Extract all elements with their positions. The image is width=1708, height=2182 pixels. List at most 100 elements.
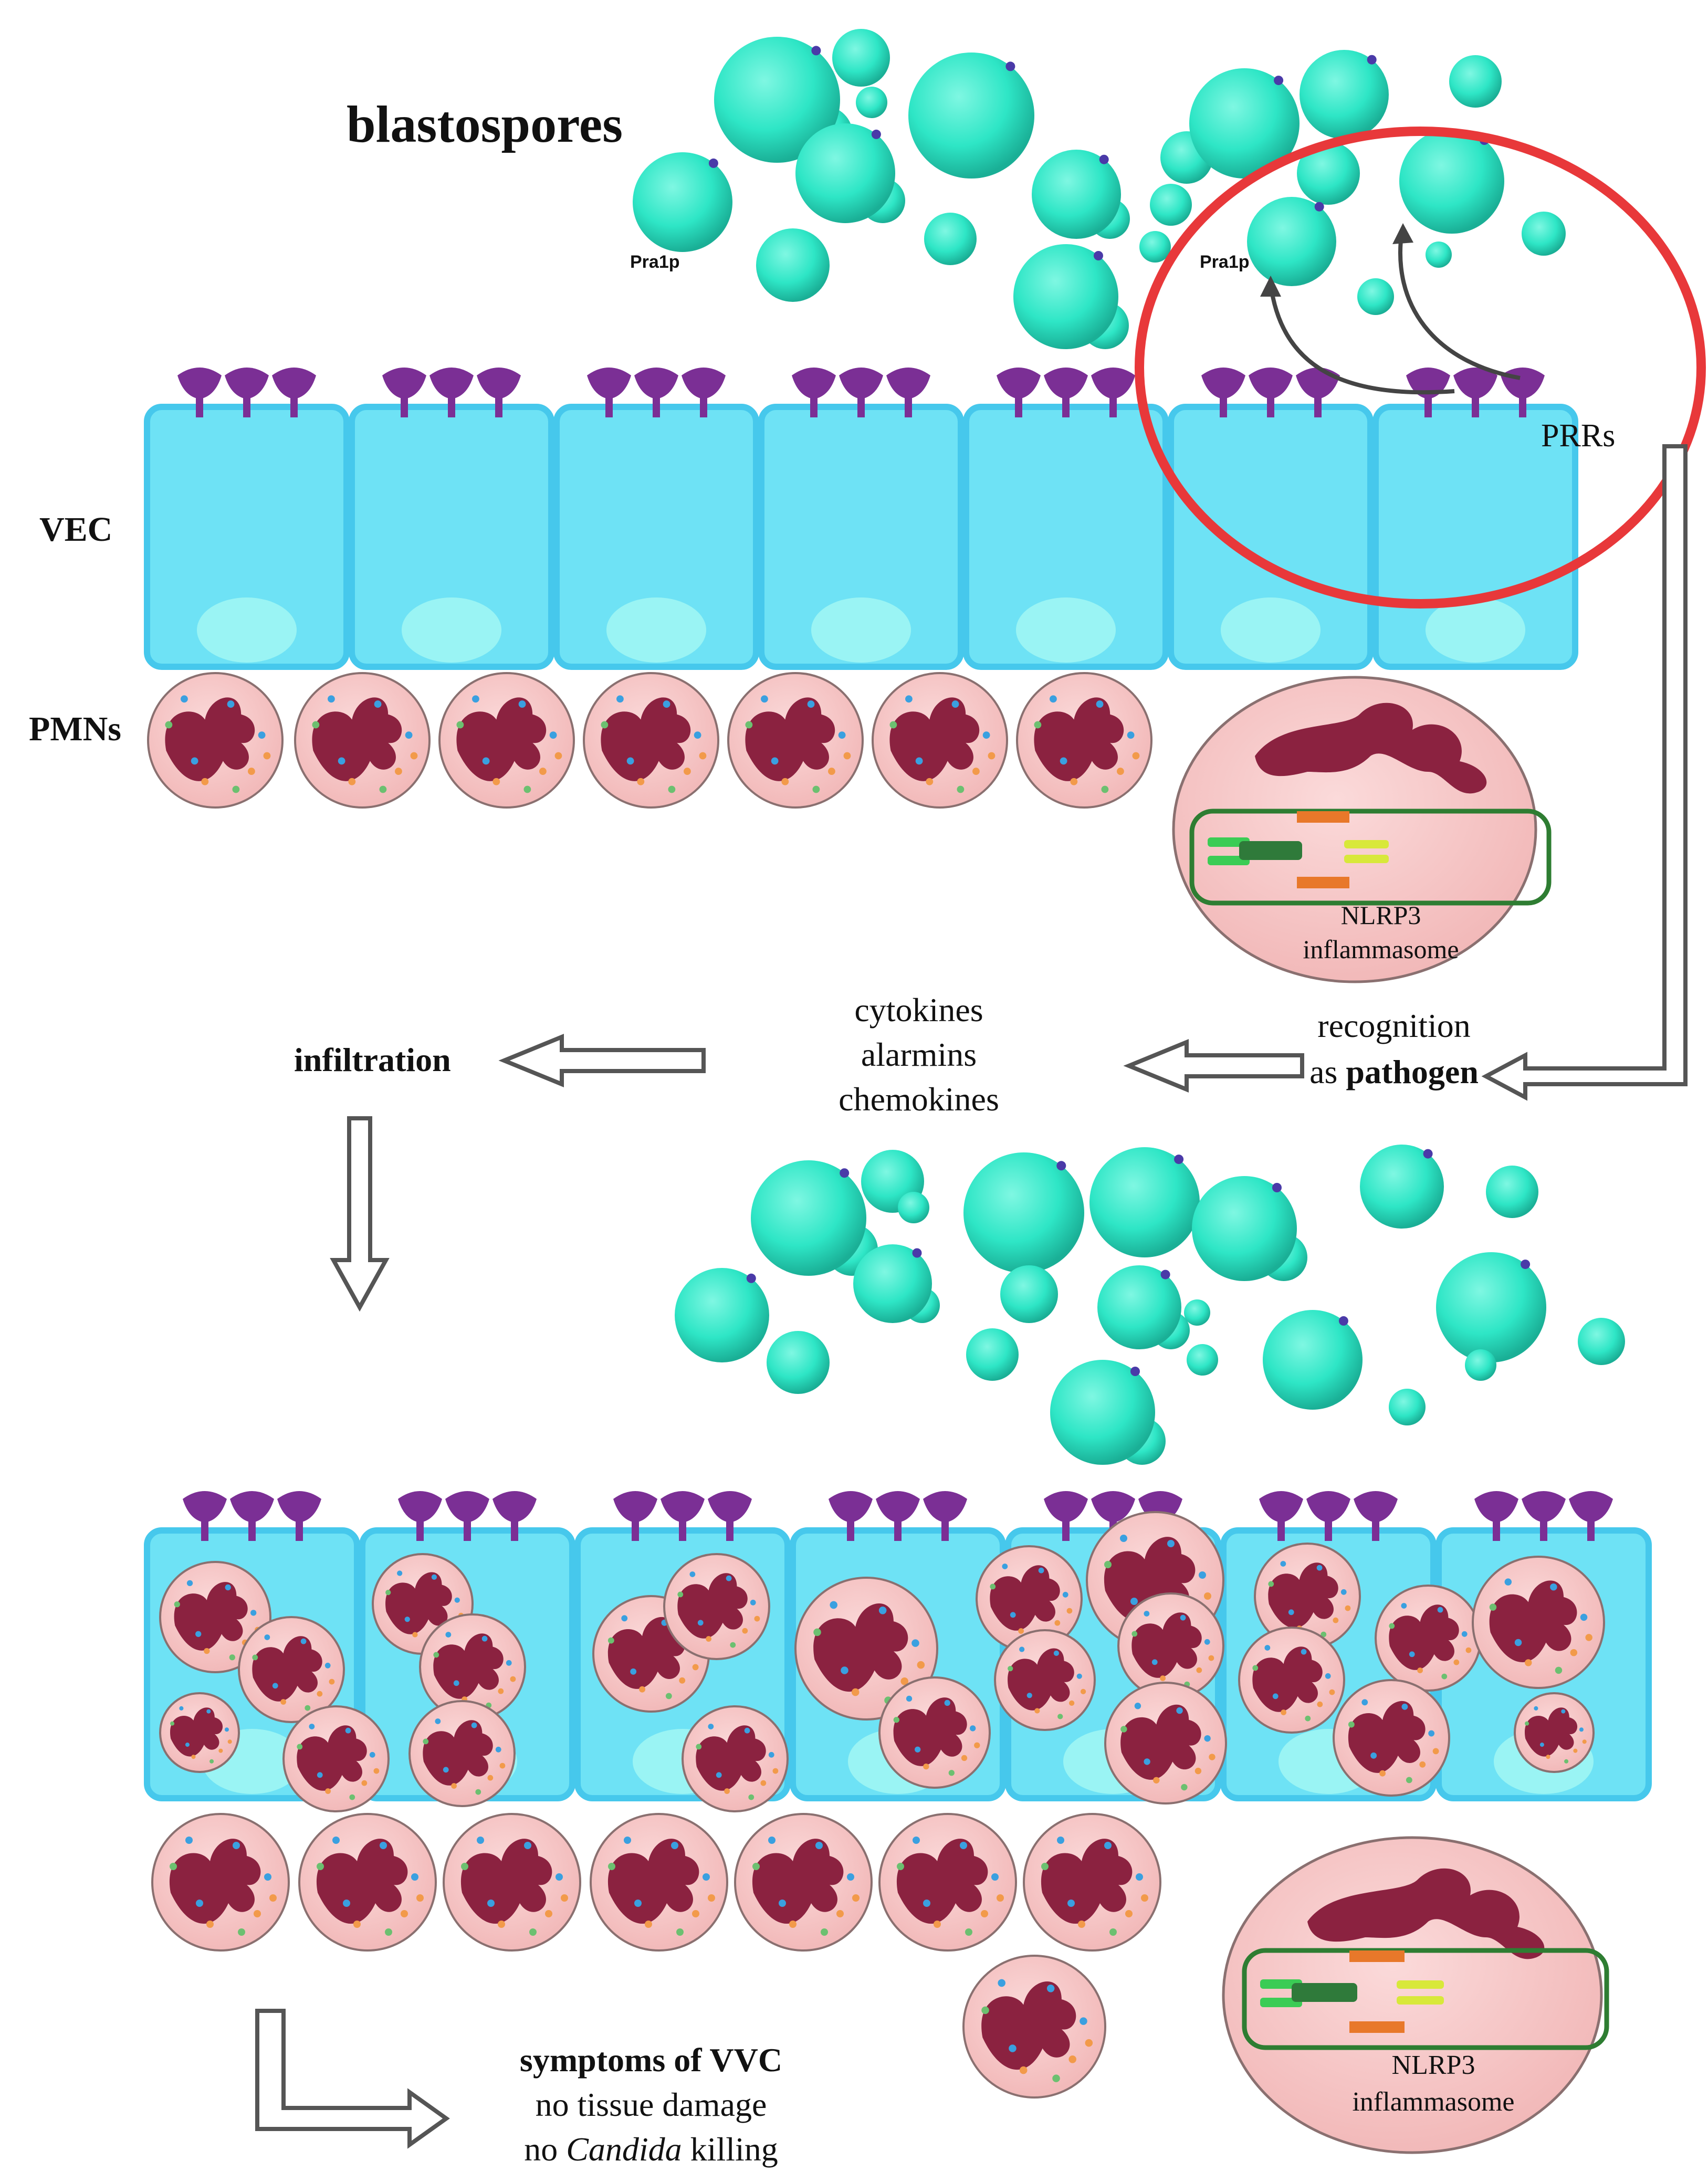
- pra1p-dot: [1367, 55, 1377, 65]
- prr-receptor: [177, 368, 222, 417]
- blastospore: [1297, 142, 1360, 205]
- blastospore: [1578, 1318, 1625, 1365]
- blastospore: [1357, 278, 1394, 315]
- blastospore: [1097, 1265, 1190, 1349]
- blastospore: [1399, 129, 1504, 234]
- blastospore: [966, 1328, 1019, 1381]
- vec-top-cell: [349, 368, 554, 670]
- pmn-neutrophil: [159, 1692, 240, 1773]
- pmn-neutrophil: [1238, 1627, 1345, 1734]
- prr-receptor: [1569, 1491, 1613, 1541]
- blastospore: [1192, 1176, 1307, 1281]
- blastospore: [1013, 244, 1129, 349]
- prr-receptor: [1453, 368, 1497, 417]
- label-pra1p-right: Pra1p: [1200, 252, 1250, 272]
- pra1p-dot: [811, 46, 821, 56]
- pmn-neutrophil: [663, 1553, 770, 1660]
- vec-top-cell: [1168, 368, 1374, 670]
- blastospore: [1300, 50, 1389, 139]
- prr-arrowhead-2: [1392, 223, 1413, 244]
- blastospore: [1032, 150, 1130, 239]
- nlrp3-pmn-top: NLRP3 inflammasome: [1172, 676, 1552, 983]
- label-blastospores: blastospores: [347, 95, 623, 153]
- prr-receptor: [1522, 1491, 1566, 1541]
- prr-receptor: [634, 368, 678, 417]
- vec-layer-top: [144, 368, 1578, 670]
- pra1p-dot: [840, 1168, 850, 1178]
- prr-receptor: [493, 1491, 537, 1541]
- blastospore: [1089, 1147, 1200, 1257]
- pmn-neutrophil: [1472, 1556, 1605, 1689]
- blastospore: [1389, 1389, 1426, 1425]
- vec-top-cell: [963, 368, 1169, 670]
- blastospore: [1184, 1299, 1210, 1326]
- pmn-neutrophil: [1333, 1679, 1450, 1797]
- blastospore: [1449, 55, 1502, 108]
- nlrp3-top-line1: NLRP3: [1341, 900, 1421, 930]
- nlrp3-bottom-line1: NLRP3: [1392, 2050, 1475, 2080]
- pmn-neutrophil: [962, 1955, 1106, 2099]
- label-pmns: PMNs: [29, 710, 121, 748]
- pra1p-dot: [708, 158, 718, 168]
- arrow-infiltration-down: [330, 1116, 390, 1312]
- cell-nucleus: [197, 597, 297, 663]
- pra1p-dot: [1130, 1367, 1140, 1376]
- blastospore: [1000, 1265, 1058, 1323]
- prr-receptor: [429, 368, 474, 417]
- label-recognition-line1: recognition: [1317, 1007, 1470, 1044]
- prr-receptor: [445, 1491, 489, 1541]
- blastospore: [1486, 1166, 1538, 1218]
- nlrp3-bottom-line2: inflammasome: [1352, 2087, 1514, 2117]
- cell-nucleus: [606, 597, 706, 663]
- prr-receptor: [661, 1491, 705, 1541]
- prr-arrow-2: [1398, 230, 1521, 380]
- pra1p-dot: [1099, 154, 1109, 164]
- cell-nucleus: [402, 597, 501, 663]
- pra1p-dot: [1314, 202, 1324, 212]
- prr-receptor: [1249, 368, 1293, 417]
- prr-receptor: [272, 368, 316, 417]
- pra1p-dot: [1160, 1270, 1170, 1279]
- pmn-neutrophil: [1023, 1813, 1161, 1952]
- blastospore: [924, 213, 977, 265]
- cell-nucleus: [1221, 597, 1321, 663]
- vec-top-cell: [553, 368, 759, 670]
- pmn-neutrophil: [976, 1545, 1083, 1652]
- blastospore: [1189, 68, 1300, 179]
- nlrp3-pmn-bottom: NLRP3 inflammasome: [1222, 1836, 1609, 2154]
- pra1p-dot: [1338, 1316, 1348, 1326]
- blastospore-cluster-top: [633, 29, 1566, 349]
- blastospore: [1522, 212, 1566, 256]
- pra1p-dot: [1274, 76, 1284, 86]
- prr-receptor: [1091, 368, 1135, 417]
- cell-nucleus: [1016, 597, 1116, 663]
- pmn-neutrophil: [408, 1700, 516, 1807]
- pmn-neutrophil: [682, 1705, 789, 1812]
- prr-arrowhead-1: [1260, 276, 1281, 297]
- pmn-neutrophil: [147, 672, 284, 809]
- prr-arrow-1: [1269, 283, 1455, 395]
- prr-receptor: [613, 1491, 657, 1541]
- blastospore: [767, 1331, 830, 1394]
- pmn-neutrophil: [1016, 672, 1152, 809]
- blastospore: [633, 152, 732, 252]
- blastospore: [856, 87, 887, 118]
- pra1p-dot: [1272, 1183, 1282, 1192]
- blastospore: [1139, 231, 1171, 263]
- pmn-neutrophil: [438, 672, 575, 809]
- prr-receptor: [587, 368, 631, 417]
- pmn-neutrophil: [282, 1705, 390, 1812]
- prr-receptor: [225, 368, 269, 417]
- prr-receptor: [997, 368, 1041, 417]
- blastospore-cluster-bottom: [675, 1145, 1625, 1465]
- prr-receptor: [382, 368, 426, 417]
- vec-top-cell: [1372, 368, 1578, 670]
- pmn-neutrophil: [590, 1813, 728, 1952]
- blastospore: [832, 29, 890, 87]
- prr-receptor: [477, 368, 521, 417]
- cell-nucleus: [811, 597, 911, 663]
- blastospore: [1263, 1310, 1363, 1410]
- pmn-neutrophil: [872, 672, 1008, 809]
- label-mediators-line2: alarmins: [861, 1036, 977, 1073]
